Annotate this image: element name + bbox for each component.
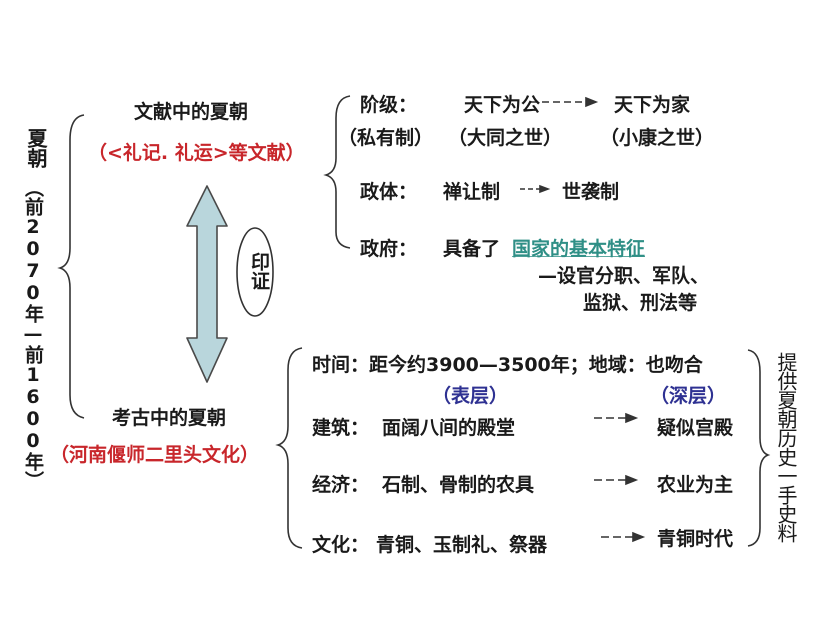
government-detail-1: —设官分职、军队、 [538,265,710,287]
verification-ellipse [236,227,274,317]
economy-label: 经济： [312,474,370,496]
surface-label: （表层） [432,385,509,407]
state-features-link[interactable]: 国家的基本特征 [512,238,646,260]
culture-surface: 青铜、玉制礼、祭器 [376,534,548,556]
polity-from: 禅让制 [443,181,501,203]
dashed-arrow-icon [531,96,599,108]
literature-brace [323,95,351,249]
class-to: 天下为家 [614,94,691,116]
archaeology-brace [275,347,303,549]
verification-label: 印证 [248,252,270,290]
economy-deep: 农业为主 [657,474,734,496]
class-to-note: （小康之世） [600,127,715,149]
root-title: 夏朝 [24,128,48,168]
government-detail-2: 监狱、刑法等 [583,292,698,314]
class-note: （私有制） [338,127,434,149]
polity-to: 世袭制 [562,181,620,203]
time-row: 时间：距今约3900—3500年；地域：也吻合 [312,354,703,376]
polity-label: 政体： [360,181,418,203]
root-period: （前2070年—前1600年） [22,178,44,490]
government-label: 政府： [360,238,418,260]
architecture-label: 建筑： [312,417,370,439]
government-prefix: 具备了 [443,238,501,260]
dashed-arrow-icon [594,412,639,424]
root-brace [57,114,85,419]
culture-label: 文化： [312,534,370,556]
deep-label: （深层） [650,385,727,407]
archaeology-source: （河南偃师二里头文化） [50,444,260,466]
dashed-arrow-icon [520,184,551,194]
dashed-arrow-icon [601,531,646,543]
architecture-surface: 面阔八间的殿堂 [382,417,516,439]
literature-source: （<礼记. 礼运>等文献） [88,142,305,164]
class-from-note: （大同之世） [448,127,563,149]
economy-surface: 石制、骨制的农具 [382,474,535,496]
double-arrow-icon [186,185,228,383]
culture-deep: 青铜时代 [657,528,734,550]
dashed-arrow-icon [594,474,639,486]
archaeology-heading: 考古中的夏朝 [112,407,227,429]
class-label: 阶级： [360,94,418,116]
architecture-deep: 疑似宫殿 [657,417,734,439]
class-from: 天下为公 [464,94,541,116]
conclusion-brace [747,349,771,547]
conclusion-text: 提供夏朝历史一手史料 [774,352,798,542]
literature-heading: 文献中的夏朝 [134,101,249,123]
